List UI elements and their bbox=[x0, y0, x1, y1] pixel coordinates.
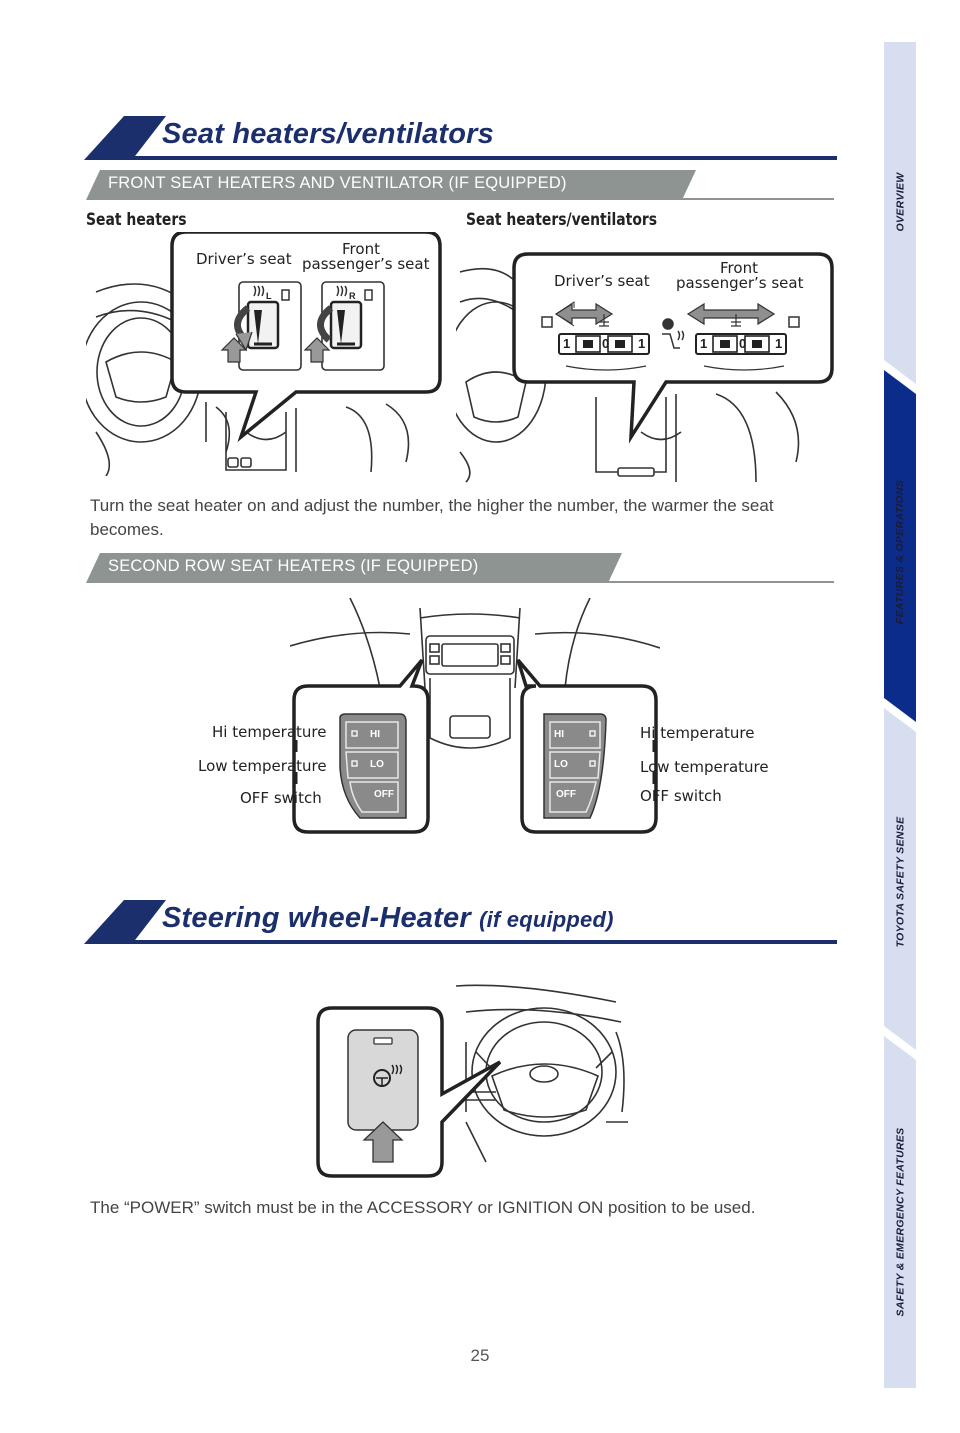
seat-heaters-ventilators-illustration bbox=[456, 252, 834, 483]
right-lo-button[interactable]: LO bbox=[554, 759, 568, 770]
second-band-shape bbox=[86, 553, 834, 583]
left-fig-passenger-l1: Front bbox=[342, 240, 380, 258]
left-low-temperature-label: Low temperature bbox=[198, 757, 327, 775]
side-tabs-shapes bbox=[884, 42, 916, 1388]
caption-seat-heaters-ventilators: Seat heaters/ventilators bbox=[466, 210, 658, 230]
right-hi-temperature-label: Hi temperature bbox=[640, 724, 755, 742]
right-fig-passenger-l2: passenger’s seat bbox=[676, 274, 804, 292]
left-dial-digit-1b: 1 bbox=[638, 336, 646, 351]
section2-title-text: Steering wheel-Heater bbox=[162, 902, 471, 934]
right-dial-digit-1b: 1 bbox=[775, 336, 783, 351]
left-off-switch-label: OFF switch bbox=[240, 789, 322, 807]
section2-header-bar bbox=[84, 900, 837, 944]
second-band-label: SECOND ROW SEAT HEATERS (IF EQUIPPED) bbox=[108, 557, 479, 575]
right-fig-passenger-l1: Front bbox=[720, 259, 758, 277]
left-fig-passenger-l2: passenger’s seat bbox=[302, 255, 430, 273]
page-number: 25 bbox=[470, 1346, 490, 1365]
right-dial-digit-0: 0 bbox=[739, 336, 747, 351]
front-band-shape bbox=[86, 170, 834, 200]
right-low-temperature-label: Low temperature bbox=[640, 758, 769, 776]
right-fig-driver-label: Driver’s seat bbox=[554, 272, 650, 290]
seat-heater-instructions: Turn the seat heater on and adjust the n… bbox=[90, 496, 774, 539]
front-band-label: FRONT SEAT HEATERS AND VENTILATOR (IF EQ… bbox=[108, 174, 567, 192]
tab-safety-emergency[interactable]: SAFETY & EMERGENCY FEATURES bbox=[884, 1102, 916, 1342]
left-hi-button[interactable]: HI bbox=[370, 729, 380, 740]
left-dial-digit-0: 0 bbox=[602, 336, 610, 351]
left-fig-driver-label: Driver’s seat bbox=[196, 250, 292, 268]
section1-header-bar bbox=[84, 116, 837, 160]
right-hi-button[interactable]: HI bbox=[554, 729, 564, 740]
left-off-button[interactable]: OFF bbox=[374, 789, 394, 800]
tab-features-operations[interactable]: FEATURES & OPERATIONS bbox=[884, 442, 916, 662]
section1-title: Seat heaters/ventilators bbox=[162, 118, 494, 150]
side-tabs: OVERVIEW FEATURES & OPERATIONS TOYOTA SA… bbox=[884, 42, 916, 1388]
left-dial-digit-1: 1 bbox=[563, 336, 571, 351]
tab-overview[interactable]: OVERVIEW bbox=[884, 122, 916, 282]
tab-toyota-safety-sense[interactable]: TOYOTA SAFETY SENSE bbox=[884, 772, 916, 992]
caption-seat-heaters: Seat heaters bbox=[86, 210, 187, 230]
section2-title-suffix: (if equipped) bbox=[479, 907, 614, 932]
right-dial-digit-1: 1 bbox=[700, 336, 708, 351]
power-switch-note: The “POWER” switch must be in the ACCESS… bbox=[90, 1198, 756, 1217]
section2-title: Steering wheel-Heater (if equipped) bbox=[162, 902, 614, 935]
left-hi-temperature-label: Hi temperature bbox=[212, 723, 327, 741]
tab-features-label: FEATURES & OPERATIONS bbox=[894, 479, 907, 625]
right-off-button[interactable]: OFF bbox=[556, 789, 576, 800]
passenger-r-mark: R bbox=[349, 291, 356, 301]
second-row-illustration bbox=[290, 598, 660, 834]
left-lo-button[interactable]: LO bbox=[370, 759, 384, 770]
right-off-switch-label: OFF switch bbox=[640, 787, 722, 805]
tab-tss-label: TOYOTA SAFETY SENSE bbox=[894, 816, 907, 948]
tab-safety-label: SAFETY & EMERGENCY FEATURES bbox=[894, 1127, 906, 1317]
driver-l-mark: L bbox=[266, 291, 272, 301]
left-fig-passenger-label: Front passenger’s seat bbox=[302, 240, 430, 273]
seat-heaters-illustration bbox=[86, 232, 442, 476]
right-fig-passenger-label: Front passenger’s seat bbox=[676, 259, 804, 292]
tab-overview-label: OVERVIEW bbox=[894, 172, 906, 232]
steering-heater-illustration bbox=[316, 984, 628, 1178]
